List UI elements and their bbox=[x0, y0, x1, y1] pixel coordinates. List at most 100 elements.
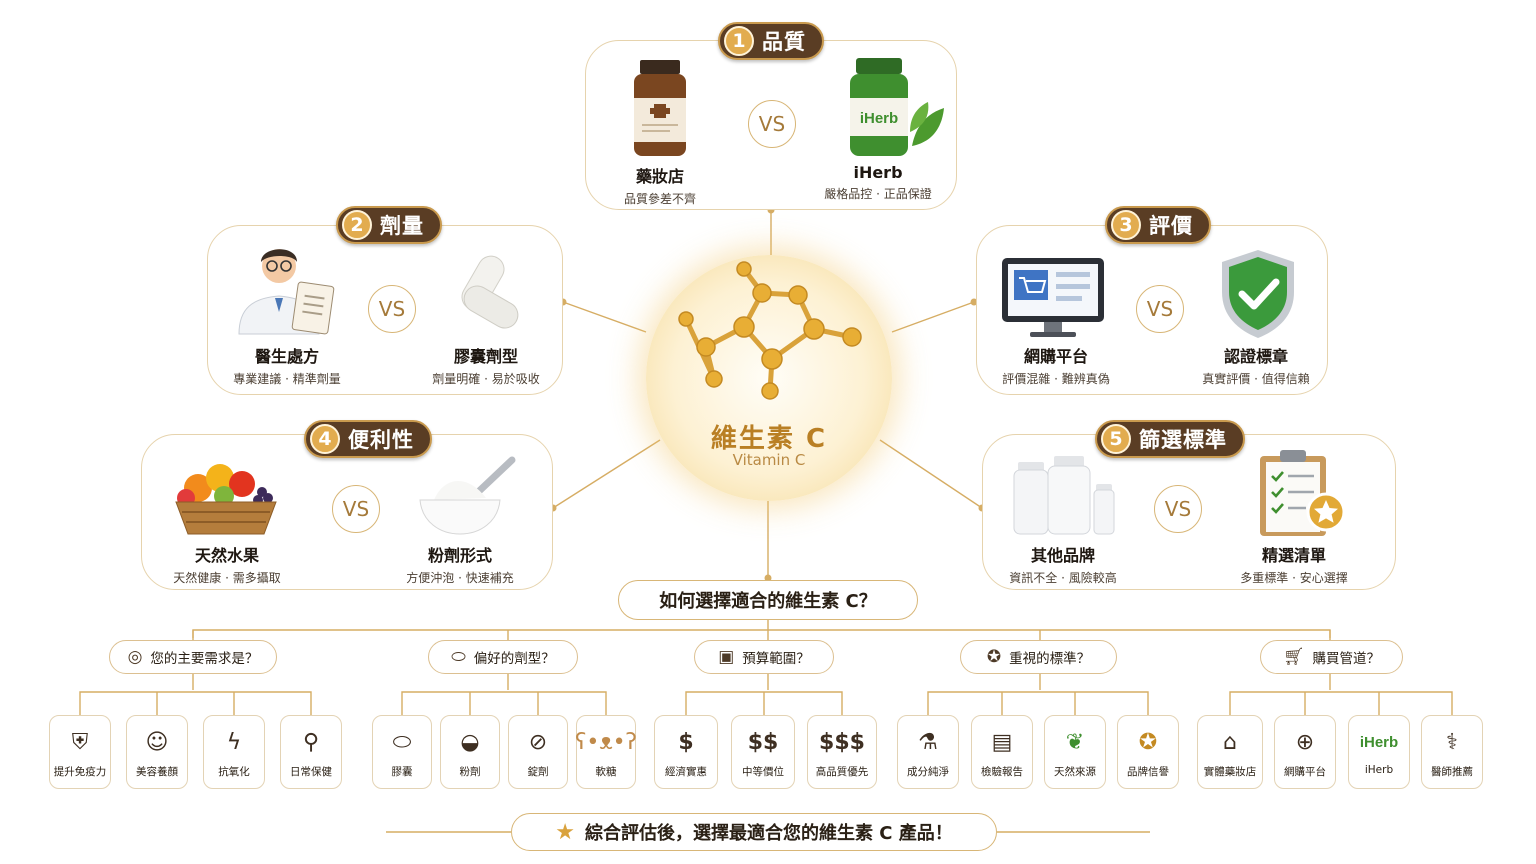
vs-circle: VS bbox=[748, 100, 796, 148]
globe-icon: ⊕ bbox=[1295, 729, 1315, 755]
leaf-label: 美容養顏 bbox=[136, 766, 178, 778]
wallet-icon: ▣ bbox=[718, 647, 735, 667]
leaf-label: 高品質優先 bbox=[815, 766, 869, 778]
badge-number: 5 bbox=[1101, 424, 1131, 454]
leaf-icon: ❦ bbox=[1065, 729, 1085, 755]
leaf-label: 檢驗報告 bbox=[981, 766, 1023, 778]
decision-question: 如何選擇適合的維生素 C？ bbox=[618, 580, 918, 620]
option-title: 醫生處方 bbox=[254, 347, 319, 366]
leaf-label: 軟糖 bbox=[595, 766, 617, 778]
badge-label: 便利性 bbox=[348, 428, 414, 452]
option-desc: 真實評價 · 值得信賴 bbox=[1202, 372, 1310, 386]
option-curated-list: 精選清單 多重標準 · 安心選擇 bbox=[1228, 542, 1360, 586]
category-needs: ◎ 您的主要需求是？ bbox=[109, 640, 277, 674]
leaf-label: 錠劑 bbox=[527, 766, 549, 778]
leaf-lab-report: ▤ 檢驗報告 bbox=[971, 715, 1033, 789]
leaf-iherb: iHerb iHerb bbox=[1348, 715, 1410, 789]
option-title: 藥妝店 bbox=[635, 167, 684, 186]
vs-circle: VS bbox=[1136, 285, 1184, 333]
leaf-label: 經濟實惠 bbox=[665, 766, 707, 778]
fruit-basket-icon bbox=[175, 464, 277, 535]
iherb-bottle-label: iHerb bbox=[859, 110, 899, 127]
vs-circle: VS bbox=[368, 285, 416, 333]
category-label: 重視的標準？ bbox=[1009, 651, 1091, 667]
target-icon: ◎ bbox=[127, 647, 143, 667]
option-title: 天然水果 bbox=[194, 546, 259, 565]
panel-criteria-badge: 5 篩選標準 bbox=[1095, 420, 1245, 458]
leaf-online-platform: ⊕ 網購平台 bbox=[1274, 715, 1336, 789]
store-icon: ⌂ bbox=[1223, 729, 1237, 755]
iherb-bottle-icon bbox=[850, 58, 944, 156]
option-doctor-prescription: 醫生處方 專業建議 · 精準劑量 bbox=[222, 343, 352, 387]
leaf-label: 網購平台 bbox=[1284, 766, 1326, 778]
powder-bowl-icon bbox=[419, 456, 516, 535]
shopping-monitor-icon bbox=[1002, 258, 1104, 337]
option-title: 其他品牌 bbox=[1030, 546, 1095, 565]
leaf-daily-care: ⚲ 日常保健 bbox=[280, 715, 342, 789]
tablet-icon: ⊘ bbox=[528, 729, 548, 755]
dollar-icon: $$$ bbox=[819, 729, 865, 755]
shield-plus-icon: ⛨ bbox=[71, 729, 89, 755]
option-desc: 劑量明確 · 易於吸收 bbox=[432, 372, 540, 386]
option-certification: 認證標章 真實評價 · 值得信賴 bbox=[1190, 343, 1322, 387]
leaf-label: 抗氧化 bbox=[218, 766, 250, 778]
checklist-clipboard-icon bbox=[1260, 450, 1346, 536]
option-title: 認證標章 bbox=[1223, 347, 1288, 366]
category-form: ⬭ 偏好的劑型？ bbox=[428, 640, 578, 674]
award-icon: ✪ bbox=[1138, 729, 1158, 755]
center-title: 維生素 C bbox=[710, 424, 828, 454]
leaf-economy: $ 經濟實惠 bbox=[654, 715, 718, 789]
pharmacy-bottle-icon bbox=[634, 60, 686, 156]
category-standards: ✪ 重視的標準？ bbox=[960, 640, 1117, 674]
badge-number: 3 bbox=[1111, 210, 1141, 240]
leaf-beauty: ☺ 美容養顏 bbox=[126, 715, 188, 789]
gummy-bear-icon: ʕ•ᴥ•ʔ bbox=[575, 730, 637, 755]
option-desc: 評價混雜 · 難辨真偽 bbox=[1002, 372, 1110, 386]
option-desc: 方便沖泡 · 快速補充 bbox=[406, 571, 514, 585]
capsule-pills-icon bbox=[461, 255, 519, 329]
leaf-brand-reputation: ✪ 品牌信譽 bbox=[1117, 715, 1179, 789]
vitamin-c-molecule-icon bbox=[678, 261, 862, 400]
leaf-premium: $$$ 高品質優先 bbox=[807, 715, 877, 789]
option-desc: 資訊不全 · 風險較高 bbox=[1009, 571, 1117, 585]
cart-icon: 🛒︎ bbox=[1282, 647, 1305, 667]
vs-circle: VS bbox=[1154, 485, 1202, 533]
option-title: 網購平台 bbox=[1023, 347, 1088, 366]
leaf-capsule: ⬭ 膠囊 bbox=[372, 715, 432, 789]
option-title: iHerb bbox=[853, 163, 903, 182]
badge-number: 2 bbox=[342, 210, 372, 240]
leaf-label: 醫師推薦 bbox=[1431, 766, 1473, 778]
leaf-label: 品牌信譽 bbox=[1127, 766, 1169, 778]
capsule-icon: ⬭ bbox=[451, 647, 466, 667]
leaf-natural-source: ❦ 天然來源 bbox=[1044, 715, 1106, 789]
plain-bottles-icon bbox=[1013, 456, 1115, 535]
category-label: 偏好的劑型？ bbox=[473, 651, 555, 667]
panel-dosage-badge: 2 劑量 bbox=[336, 206, 442, 244]
panel-reviews-badge: 3 評價 bbox=[1105, 206, 1211, 244]
option-powder: 粉劑形式 方便沖泡 · 快速補充 bbox=[394, 542, 526, 586]
option-pharmacy: 藥妝店 品質參差不齊 bbox=[600, 163, 720, 207]
star-icon: ★ bbox=[555, 819, 575, 845]
leaf-pure-ingredients: ⚗ 成分純淨 bbox=[897, 715, 959, 789]
iherb-logo: iHerb bbox=[1359, 733, 1399, 751]
badge-label: 劑量 bbox=[380, 214, 424, 238]
leaf-label: 日常保健 bbox=[290, 766, 332, 778]
certified-shield-icon bbox=[1222, 250, 1294, 338]
document-icon: ▤ bbox=[991, 729, 1013, 755]
option-desc: 天然健康 · 需多攝取 bbox=[173, 571, 281, 585]
leaf-immunity: ⛨ 提升免疫力 bbox=[49, 715, 111, 789]
center-subtitle: Vitamin C bbox=[732, 451, 806, 469]
leaf-antioxidant: ϟ 抗氧化 bbox=[203, 715, 265, 789]
badge-label: 評價 bbox=[1149, 214, 1193, 238]
dollar-icon: $$ bbox=[747, 729, 779, 755]
dollar-icon: $ bbox=[678, 729, 694, 755]
leaf-label: 粉劑 bbox=[459, 766, 481, 778]
footer-text: 綜合評估後，選擇最適合您的維生素 C 產品！ bbox=[584, 823, 953, 844]
leaf-gummy: ʕ•ᴥ•ʔ 軟糖 bbox=[575, 715, 637, 789]
badge-number: 1 bbox=[724, 26, 754, 56]
option-desc: 多重標準 · 安心選擇 bbox=[1240, 571, 1348, 585]
leaf-tablet: ⊘ 錠劑 bbox=[508, 715, 568, 789]
option-capsule: 膠囊劑型 劑量明確 · 易於吸收 bbox=[420, 343, 552, 387]
